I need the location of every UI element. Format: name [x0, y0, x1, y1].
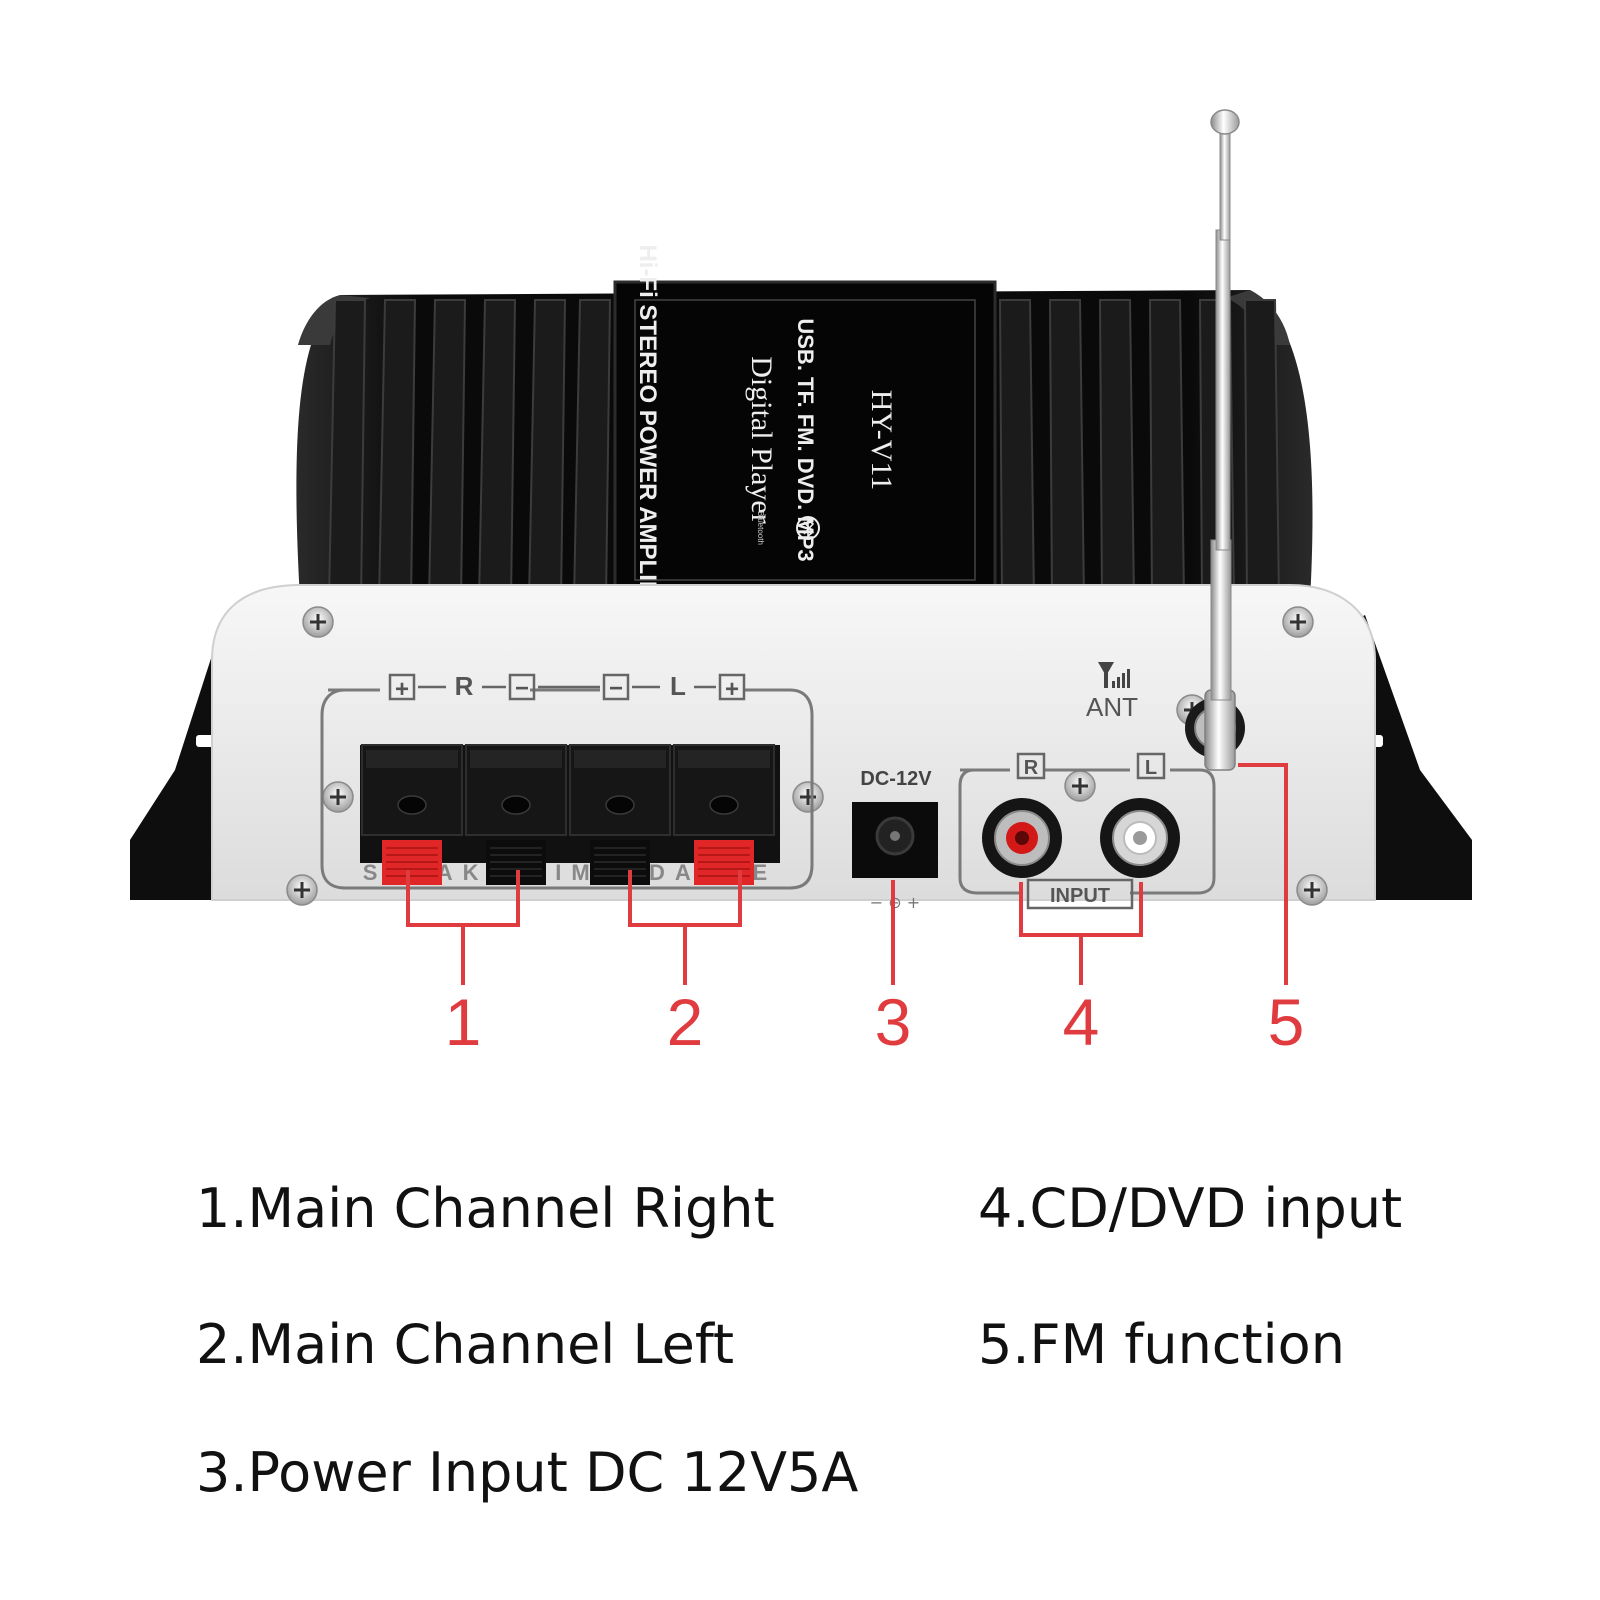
speaker-terminal [569, 744, 671, 885]
speaker-polarity-labels: + R − − L + [388, 671, 746, 703]
screw-icon [286, 874, 318, 906]
heatsink-fin [572, 299, 612, 601]
heatsink-fin [1148, 299, 1186, 601]
callout-numbers: 1 2 3 4 5 [445, 985, 1305, 1059]
legend-item-2: 2.Main Channel Left [196, 1313, 735, 1376]
l-plus-label: + [725, 676, 739, 703]
l-minus-label: − [609, 675, 623, 702]
speaker-r-label: R [455, 671, 474, 701]
speaker-terminal [465, 744, 567, 885]
dc-label: DC-12V [860, 768, 932, 790]
heatsink-fin [527, 299, 567, 601]
rca-input-group: R L INPUT [958, 752, 1216, 910]
callout-5: 5 [1268, 985, 1305, 1059]
speaker-terminal [673, 744, 775, 885]
bluetooth-icon [796, 516, 820, 540]
screw-icon [792, 781, 824, 813]
model-text: HY-V11 [865, 390, 898, 491]
antenna-signal-icon [1098, 662, 1130, 688]
speaker-terminals [361, 744, 775, 885]
heatsink-fin [1243, 299, 1281, 601]
screw-icon [1296, 874, 1328, 906]
input-label: INPUT [1050, 885, 1110, 907]
ant-label: ANT [1086, 692, 1138, 722]
feature-text: USB. TF. FM. DVD. MP3 [793, 318, 818, 561]
input-r-label: R [1024, 757, 1039, 779]
legend-item-5: 5.FM function [978, 1313, 1345, 1376]
speaker-terminal-block: + R − − L + SPEAKER IMPEDANCE [320, 671, 814, 890]
heatsink-fin [327, 299, 367, 601]
screw-icon [1282, 606, 1314, 638]
legend-item-3: 3.Power Input DC 12V5A [196, 1441, 859, 1504]
heatsink-fin [427, 299, 467, 601]
speaker-l-label: L [670, 671, 686, 701]
legend-item-1: 1.Main Channel Right [196, 1177, 775, 1240]
legend-item-4: 4.CD/DVD input [978, 1177, 1403, 1240]
callout-lines [406, 763, 1288, 985]
screw-icon [302, 606, 334, 638]
callout-4: 4 [1063, 985, 1100, 1059]
heatsink-fin [377, 299, 417, 601]
callout-2: 2 [667, 985, 704, 1059]
rca-left-jack [1100, 798, 1180, 878]
player-text: Digital Player [745, 356, 778, 523]
screw-icon [1064, 770, 1096, 802]
label-plate: HY-V11 USB. TF. FM. DVD. MP3 Digital Pla… [613, 244, 997, 636]
callout-3: 3 [875, 985, 912, 1059]
rca-right-jack [982, 798, 1062, 878]
input-l-label: L [1145, 757, 1157, 779]
callout-1: 1 [445, 985, 482, 1059]
heatsink-fin [998, 299, 1036, 601]
r-plus-label: + [395, 676, 409, 703]
antenna [1185, 109, 1245, 771]
bluetooth-text: Bluetooth [756, 511, 765, 545]
heatsink-fin [477, 299, 517, 601]
amplifier-text: Hi-Fi STEREO POWER AMPLIFIER [634, 244, 661, 635]
screw-icon [322, 781, 354, 813]
speaker-terminal [361, 744, 463, 885]
heatsink-fin [1048, 299, 1086, 601]
dc-jack: DC-12V − ⊖ + [852, 768, 938, 912]
heatsink-fin [1098, 299, 1136, 601]
r-minus-label: − [515, 675, 529, 702]
